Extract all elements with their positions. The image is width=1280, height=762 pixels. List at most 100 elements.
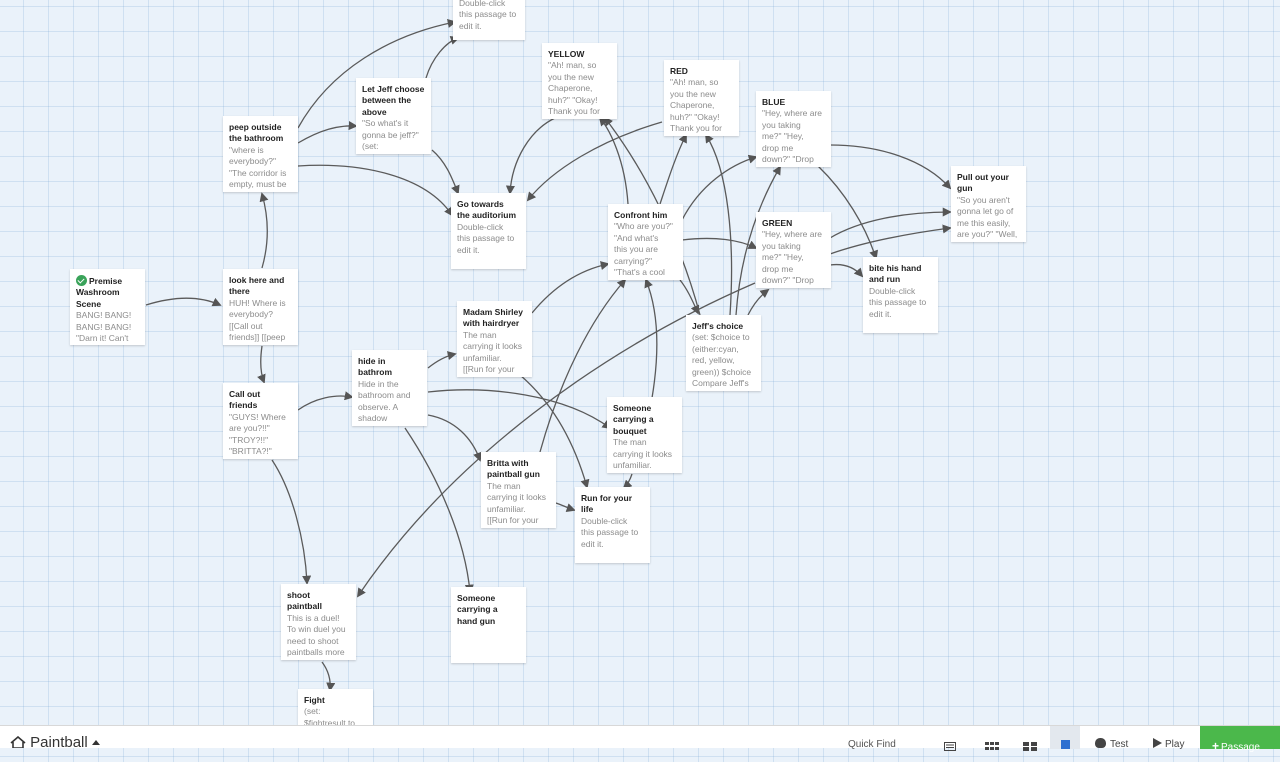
passage-title: Confront him bbox=[614, 210, 668, 220]
passage-excerpt: (set: $choice to (either:cyan, red, yell… bbox=[692, 332, 752, 389]
zoom-structure-icon[interactable] bbox=[1023, 738, 1037, 756]
passage-title: Jeff's choice bbox=[692, 321, 744, 331]
quick-find-input[interactable]: Quick Find bbox=[848, 739, 896, 750]
passage-title: YELLOW bbox=[548, 49, 585, 59]
play-icon bbox=[1153, 738, 1162, 748]
plus-icon: + bbox=[1212, 739, 1220, 753]
passage-excerpt: (set: $fightresult to bbox=[304, 706, 356, 728]
link-jeffchoice-red bbox=[705, 133, 733, 316]
test-button[interactable]: Test bbox=[1095, 738, 1128, 761]
link-bouquet-confront bbox=[644, 278, 658, 399]
passage-excerpt: This is a duel! To win duel you need to … bbox=[287, 612, 346, 658]
passage-card[interactable]: hide in bathrom Hide in the bathroom and… bbox=[352, 350, 427, 426]
passage-title: Pull out your gun bbox=[957, 172, 1009, 194]
story-name[interactable]: Paintball bbox=[30, 734, 88, 751]
passage-title: Madam Shirley with hairdryer bbox=[463, 307, 523, 329]
passage-card[interactable]: Someone carrying a hand gun bbox=[451, 587, 526, 663]
passage-card[interactable]: bite his hand and run Double-click this … bbox=[863, 257, 938, 333]
zoom-titles-icon[interactable] bbox=[985, 738, 999, 756]
passage-excerpt: Double-click this passage to edit it. bbox=[459, 0, 517, 31]
link-yellow-goaud bbox=[505, 117, 556, 195]
passage-card[interactable]: Double-click this passage to edit it. bbox=[453, 0, 525, 40]
test-label: Test bbox=[1110, 739, 1129, 750]
passage-card[interactable]: Fight (set: $fightresult to bbox=[298, 689, 373, 729]
passage-title: BLUE bbox=[762, 97, 786, 107]
passage-card[interactable]: Pull out your gun "So you aren't gonna l… bbox=[951, 166, 1026, 242]
start-passage-icon bbox=[76, 275, 87, 286]
passage-title: GREEN bbox=[762, 218, 793, 228]
zoom-map-icon bbox=[1061, 740, 1070, 749]
new-passage-button[interactable]: +Passage bbox=[1200, 726, 1280, 753]
passage-card[interactable]: look here and there HUH! Where is everyb… bbox=[223, 269, 298, 345]
passage-excerpt: Double-click this passage to edit it. bbox=[581, 515, 639, 549]
passage-links bbox=[145, 18, 952, 692]
passage-card[interactable]: Britta with paintball gun The man carryi… bbox=[481, 452, 556, 528]
passage-card[interactable]: Premise Washroom Scene BANG! BANG! BANG!… bbox=[70, 269, 145, 345]
passage-excerpt: HUH! Where is everybody? [[Call out frie… bbox=[229, 297, 286, 343]
passage-title: shoot paintball bbox=[287, 590, 322, 612]
story-title-menu[interactable]: Paintball bbox=[10, 734, 100, 757]
link-lookhere-peep bbox=[259, 192, 269, 269]
passage-title: Britta with paintball gun bbox=[487, 458, 540, 480]
link-peep-goaud bbox=[297, 164, 454, 217]
link-confront-red bbox=[659, 133, 687, 205]
passage-title: Call out friends bbox=[229, 389, 261, 411]
zoom-titles-excerpts-icon[interactable] bbox=[944, 738, 956, 756]
zoom-map-button[interactable] bbox=[1050, 726, 1080, 749]
link-shoot-fight bbox=[321, 661, 336, 692]
passage-title: Go towards the auditorium bbox=[457, 199, 517, 221]
passage-excerpt: "Who are you?" "And what's this you are … bbox=[614, 221, 673, 278]
passage-title: Premise Washroom Scene bbox=[76, 275, 139, 310]
home-icon[interactable] bbox=[10, 735, 26, 752]
passage-card[interactable]: YELLOW "Ah! man, so you the new Chaperon… bbox=[542, 43, 617, 119]
passage-card[interactable]: GREEN "Hey, where are you taking me?" "H… bbox=[756, 212, 831, 288]
link-hide-handgun bbox=[404, 427, 474, 594]
link-peep-letjeff bbox=[297, 121, 358, 144]
passage-excerpt: "So what's it gonna be jeff?" (set: bbox=[362, 118, 419, 152]
passage-excerpt: Hide in the bathroom and observe. A shad… bbox=[358, 378, 411, 424]
passage-excerpt: "Hey, where are you taking me?" "Hey, dr… bbox=[762, 108, 823, 165]
story-map[interactable]: Double-click this passage to edit it. YE… bbox=[0, 0, 1280, 729]
passage-title: Someone carrying a bouquet bbox=[613, 403, 654, 436]
link-letjeff-goaud bbox=[431, 149, 460, 195]
passage-card[interactable]: Go towards the auditorium Double-click t… bbox=[451, 193, 526, 269]
passage-excerpt: The man carrying it looks unfamiliar. bbox=[613, 437, 673, 471]
passage-excerpt: The man carrying it looks unfamiliar. [[… bbox=[487, 480, 547, 526]
passage-title: Fight bbox=[304, 695, 325, 705]
link-callout-hide bbox=[297, 391, 354, 411]
passage-card[interactable]: Madam Shirley with hairdryer The man car… bbox=[457, 301, 532, 377]
passage-title: peep outside the bathroom bbox=[229, 122, 284, 144]
passage-title: Someone carrying a hand gun bbox=[457, 593, 498, 626]
passage-card[interactable]: shoot paintball This is a duel! To win d… bbox=[281, 584, 356, 660]
link-green-bite bbox=[829, 263, 864, 278]
link-green-pullout-2 bbox=[829, 224, 952, 255]
link-confront-blue bbox=[681, 154, 758, 221]
link-hide-bouquet bbox=[427, 389, 612, 430]
passage-title: bite his hand and run bbox=[869, 263, 922, 285]
passage-excerpt: "GUYS! Where are you?!!" "TROY?!!" "BRIT… bbox=[229, 411, 286, 457]
link-bouquet-runlife bbox=[622, 473, 633, 490]
link-callout-shoot bbox=[271, 459, 312, 585]
link-confront-green bbox=[681, 237, 758, 249]
passage-card[interactable]: Someone carrying a bouquet The man carry… bbox=[607, 397, 682, 473]
passage-card[interactable]: Confront him "Who are you?" "And what's … bbox=[608, 204, 683, 280]
passage-card[interactable]: peep outside the bathroom "where is ever… bbox=[223, 116, 298, 192]
caret-up-icon[interactable] bbox=[91, 740, 100, 745]
passage-excerpt: The man carrying it looks unfamiliar. [[… bbox=[463, 329, 523, 375]
passage-card[interactable]: Run for your life Double-click this pass… bbox=[575, 487, 650, 563]
passage-excerpt: "Hey, where are you taking me?" "Hey, dr… bbox=[762, 229, 823, 286]
passage-card[interactable]: Call out friends "GUYS! Where are you?!!… bbox=[223, 383, 298, 459]
passage-excerpt: BANG! BANG! BANG! BANG! "Darn it! Can't bbox=[76, 310, 132, 344]
link-britta-runlife bbox=[555, 502, 576, 513]
link-red-goaud bbox=[526, 121, 663, 202]
passage-card[interactable]: BLUE "Hey, where are you taking me?" "He… bbox=[756, 91, 831, 167]
passage-card[interactable]: Jeff's choice (set: $choice to (either:c… bbox=[686, 315, 761, 391]
link-premise-lookhere bbox=[145, 297, 222, 307]
play-button[interactable]: Play bbox=[1153, 738, 1184, 761]
passage-excerpt: "where is everybody?" "The corridor is e… bbox=[229, 144, 287, 190]
passage-card[interactable]: RED "Ah! man, so you the new Chaperone, … bbox=[664, 60, 739, 136]
passage-card[interactable]: Let Jeff choose between the above "So wh… bbox=[356, 78, 431, 154]
link-confront-yellow bbox=[598, 116, 629, 205]
passage-title-text: Premise Washroom Scene bbox=[76, 276, 123, 309]
passage-excerpt: "Ah! man, so you the new Chaperone, huh?… bbox=[548, 60, 600, 117]
